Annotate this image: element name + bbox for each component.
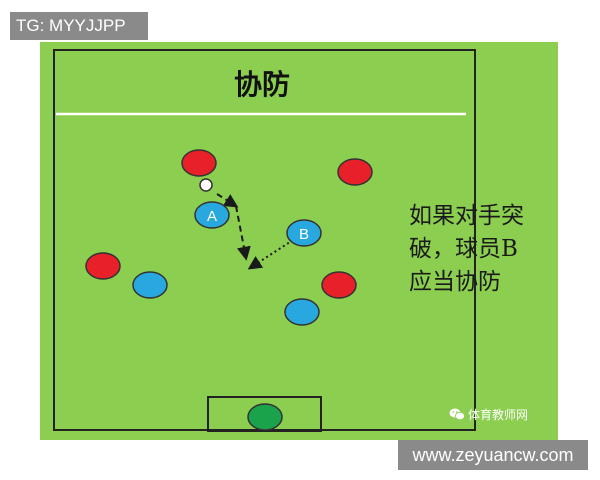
- player-label-a: A: [207, 208, 217, 225]
- ball: [199, 178, 213, 192]
- red-attacker: [85, 252, 121, 280]
- tag-label: TG: MYYJJPP: [10, 12, 148, 40]
- cover-movement-arrow: [247, 239, 294, 270]
- goal-box: [207, 396, 322, 432]
- blue-defender-a: [194, 201, 230, 229]
- green-goalkeeper: [247, 403, 283, 431]
- dribble-path-arrow: [216, 193, 239, 208]
- caption-line-1: 如果对手突: [409, 203, 524, 229]
- diagram-title: 协防: [234, 68, 290, 101]
- blue-defender: [284, 298, 320, 326]
- dribble-path-arrow: [235, 205, 251, 261]
- blue-defender: [132, 271, 168, 299]
- watermark-text: 体育教师网: [468, 407, 529, 422]
- red-attacker: [181, 149, 217, 177]
- blue-defender-b: [286, 219, 322, 247]
- red-attacker: [321, 271, 357, 299]
- caption-line-2: 破，球员B: [409, 236, 518, 262]
- caption-line-3: 应当协防: [409, 269, 501, 295]
- wechat-icon: [449, 408, 465, 421]
- player-label-b: B: [299, 226, 309, 243]
- website-label: www.zeyuancw.com: [398, 440, 588, 470]
- red-attacker: [337, 158, 373, 186]
- watermark: 体育教师网: [449, 404, 528, 424]
